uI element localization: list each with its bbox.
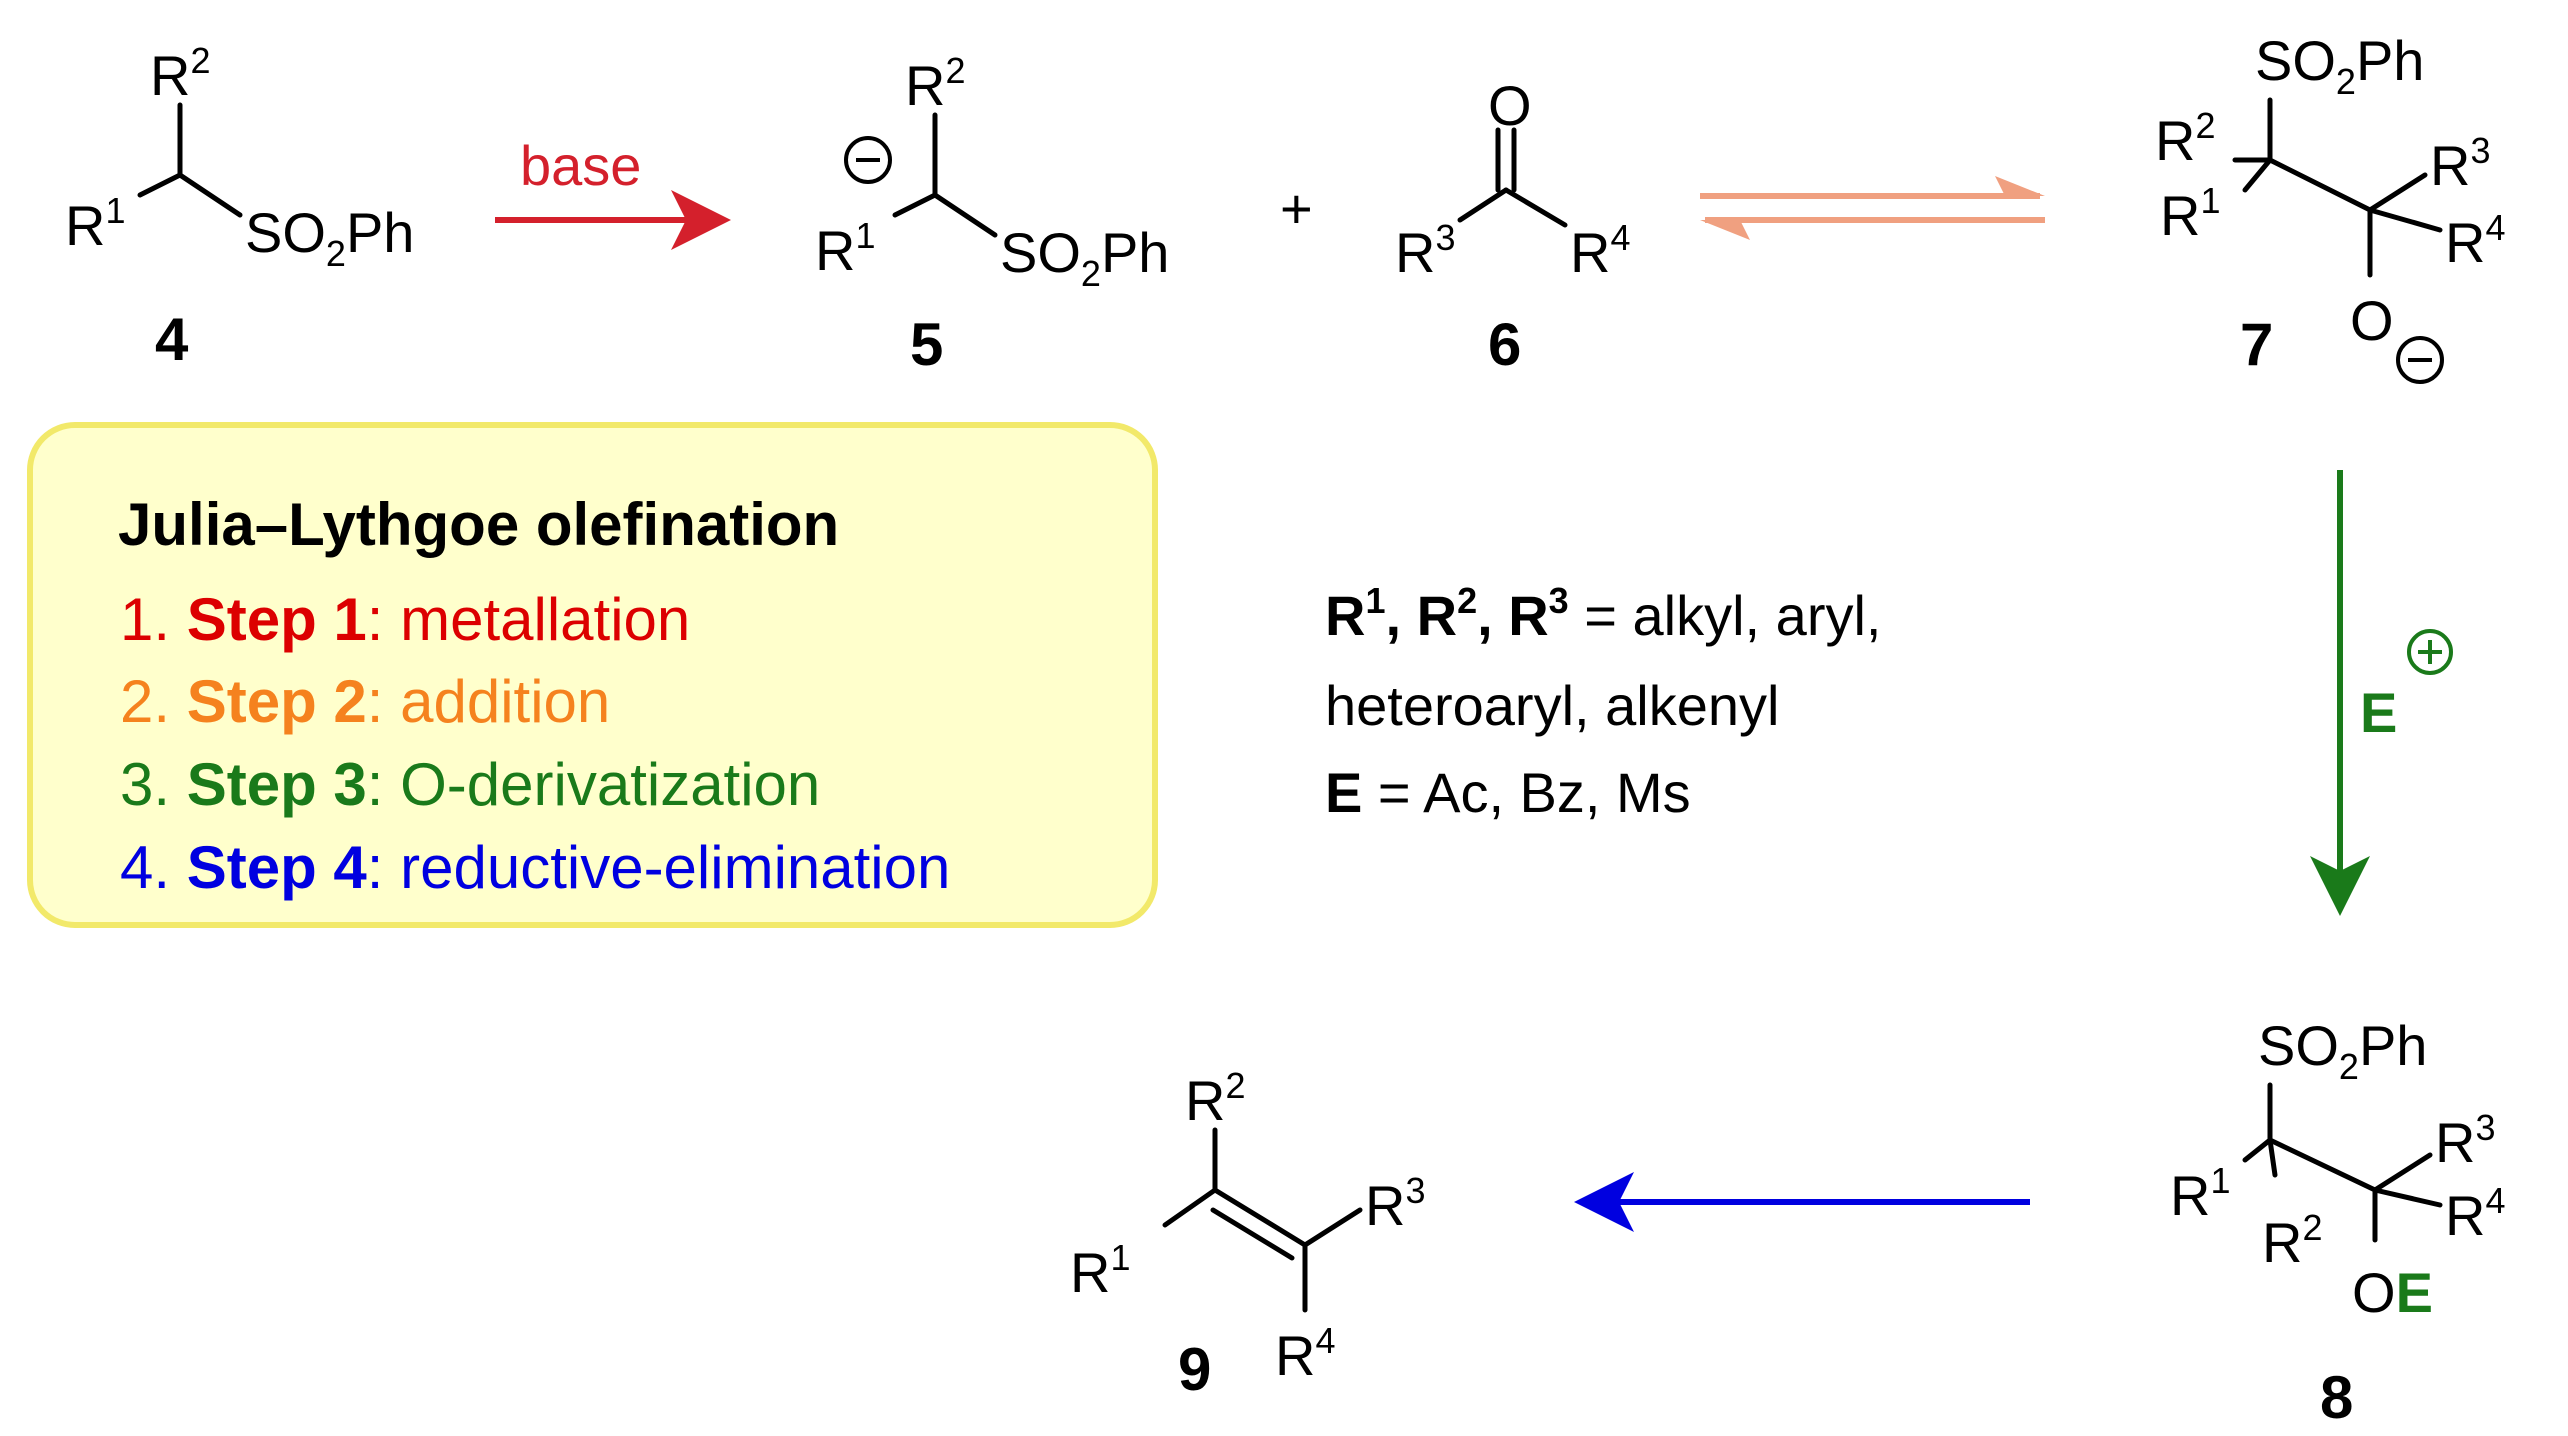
legend-step-2: 2. Step 2: addition [120, 668, 610, 735]
r4-label: R4 [1570, 217, 1630, 284]
bond [1503, 187, 1568, 228]
r2-label: R2 [150, 40, 210, 107]
electrophile-label: E [2360, 681, 2397, 744]
r3-label: R3 [2430, 130, 2490, 197]
r4-label: R4 [2445, 1180, 2505, 1247]
bond [2242, 1137, 2273, 1163]
r4-label: R4 [2445, 207, 2505, 274]
r1-label: R1 [2160, 180, 2220, 247]
r1-label: R1 [2170, 1160, 2230, 1227]
equilibrium-arrows [1700, 176, 2045, 240]
bond [2372, 1152, 2433, 1193]
bond [1302, 1207, 1363, 1248]
so2ph-label: SO2Ph [1000, 221, 1169, 294]
legend-title: Julia–Lythgoe olefination [118, 491, 839, 558]
r1-label: R1 [815, 215, 875, 282]
bond [137, 172, 183, 198]
so2ph-label: SO2Ph [2255, 29, 2424, 102]
r2-label: R2 [2155, 105, 2215, 172]
legend-box: Julia–Lythgoe olefination 1. Step 1: met… [27, 422, 1158, 928]
legend-step-1: 1. Step 1: metallation [120, 586, 690, 653]
oxygen-label: O [2350, 289, 2394, 352]
substituent-definitions: R1, R2, R3 = alkyl, aryl, heteroaryl, al… [1325, 580, 1881, 824]
r1-label: R1 [1070, 1237, 1130, 1304]
compound-number: 6 [1488, 311, 1521, 378]
so2ph-label: SO2Ph [2258, 1014, 2427, 1087]
bond [177, 172, 243, 218]
r3-label: R3 [1395, 217, 1455, 284]
bond [932, 192, 998, 238]
r3-label: R3 [1365, 1170, 1425, 1237]
compound-number: 7 [2240, 311, 2273, 378]
compound-6: O R3 R4 6 [1395, 74, 1630, 378]
compound-9: R2 R1 R3 R4 9 [1070, 1065, 1425, 1403]
reverse-arrowhead [1700, 220, 1750, 240]
o-derivatization-arrow: E [2310, 470, 2453, 916]
compound-number: 9 [1178, 1336, 1211, 1403]
electrophile-line: E = Ac, Bz, Ms [1325, 761, 1691, 824]
r2-label: R2 [2262, 1207, 2322, 1274]
alkoxide-charge-icon [2396, 336, 2444, 384]
bond [1162, 1187, 1218, 1228]
forward-arrowhead [1995, 176, 2045, 196]
bond [2267, 157, 2373, 213]
carbanion-charge-icon [844, 136, 892, 184]
oxygen-label: O [1488, 74, 1532, 137]
oe-label: OE [2352, 1261, 2433, 1324]
r3-label: R3 [2435, 1107, 2495, 1174]
compound-5: R2 R1 SO2Ph 5 [815, 50, 1169, 378]
bond [892, 192, 938, 218]
bond [2367, 172, 2428, 213]
r4-label: R4 [1275, 1320, 1335, 1387]
compound-number: 4 [155, 306, 189, 373]
bond [2367, 207, 2443, 233]
compound-4: R2 R1 SO2Ph 4 [65, 40, 414, 373]
bond [2267, 1137, 2378, 1193]
bond [2267, 1137, 2278, 1178]
compound-number: 8 [2320, 1364, 2353, 1431]
legend-step-3: 3. Step 3: O-derivatization [120, 751, 820, 818]
r-groups-line-2: heteroaryl, alkenyl [1325, 674, 1779, 737]
double-bond [1210, 1207, 1295, 1261]
compound-8: SO2Ph R1 R2 R3 R4 OE 8 [2170, 1014, 2505, 1431]
r2-label: R2 [1185, 1065, 1245, 1132]
compound-number: 5 [910, 311, 943, 378]
r1-label: R1 [65, 190, 125, 257]
legend-background [27, 422, 1158, 928]
r2-label: R2 [905, 50, 965, 117]
compound-7: SO2Ph R2 R1 R3 R4 O 7 [2155, 29, 2505, 384]
plus-charge-icon [2407, 629, 2453, 675]
bond [2372, 1187, 2443, 1208]
legend-step-4: 4. Step 4: reductive-elimination [120, 834, 950, 901]
bond [1457, 187, 1509, 223]
metallation-arrow: base [495, 134, 731, 250]
base-label: base [520, 134, 641, 197]
plus-sign: + [1280, 177, 1313, 240]
bond [2242, 157, 2273, 193]
double-bond [1212, 1187, 1308, 1248]
r-groups-line: R1, R2, R3 = alkyl, aryl, [1325, 580, 1881, 647]
so2ph-label: SO2Ph [245, 201, 414, 274]
